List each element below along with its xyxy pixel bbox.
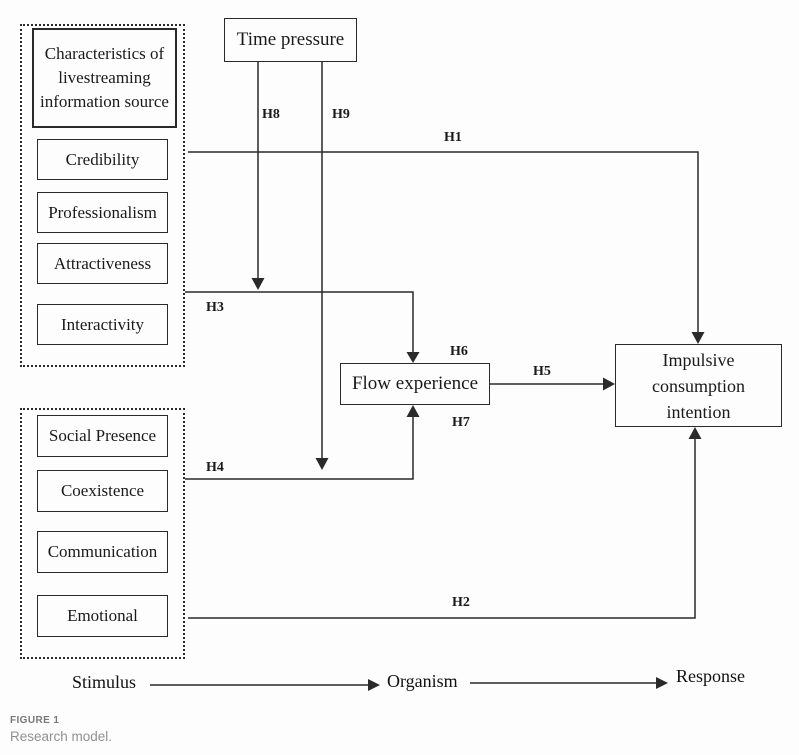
node-social-presence: Social Presence (37, 415, 168, 457)
node-attractiveness: Attractiveness (37, 243, 168, 284)
h2-line (188, 438, 696, 619)
figure-caption-label: FIGURE 1 (10, 715, 60, 726)
label-h9: H9 (332, 107, 350, 122)
stimulus-arrowhead (368, 679, 380, 691)
h3-arrowhead (406, 352, 420, 363)
h1-line (188, 151, 699, 333)
h9-arrowhead (315, 458, 329, 470)
node-impulsive-consumption-intention: Impulsive consumption intention (615, 344, 782, 427)
source-characteristics-group (20, 24, 185, 367)
label-h4: H4 (206, 460, 224, 475)
label-h7: H7 (452, 415, 470, 430)
node-time-pressure: Time pressure (224, 18, 357, 62)
node-professionalism: Professionalism (37, 192, 168, 233)
label-h5: H5 (533, 364, 551, 379)
label-response: Response (676, 666, 745, 686)
figure-caption-text: Research model. (10, 729, 113, 744)
node-credibility: Credibility (37, 139, 168, 180)
label-h6: H6 (450, 344, 468, 359)
h1-arrowhead (691, 332, 705, 344)
social-presence-group (20, 408, 185, 659)
node-emotional: Emotional (37, 595, 168, 637)
label-h1: H1 (444, 130, 462, 145)
label-organism: Organism (387, 671, 458, 691)
label-h8: H8 (262, 107, 280, 122)
node-source-characteristics-title: Characteristics of livestreaming informa… (32, 28, 177, 128)
node-flow-experience: Flow experience (340, 363, 490, 405)
h8-arrowhead (251, 278, 265, 290)
organism-arrowhead (656, 677, 668, 689)
h4-arrowhead (406, 405, 420, 417)
node-communication: Communication (37, 531, 168, 573)
h5-arrowhead (603, 377, 615, 391)
label-h2: H2 (452, 595, 470, 610)
label-stimulus: Stimulus (72, 672, 137, 692)
h2-arrowhead (688, 427, 702, 439)
node-interactivity: Interactivity (37, 304, 168, 345)
label-h3: H3 (206, 300, 224, 315)
node-coexistence: Coexistence (37, 470, 168, 512)
